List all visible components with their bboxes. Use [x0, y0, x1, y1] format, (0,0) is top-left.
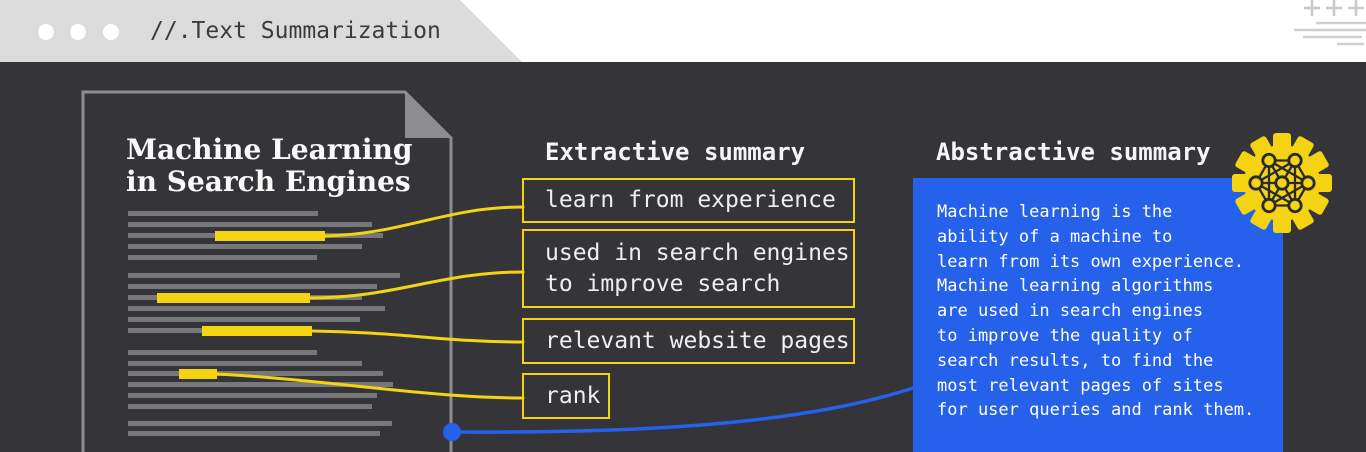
extractive-box-label: used in search engines	[545, 239, 850, 266]
plus-speed-lines-icon	[1294, 0, 1366, 46]
extractive-box-relevant: relevant website pages	[522, 318, 855, 364]
doc-text-bar	[128, 371, 383, 376]
top-strip: //.Text Summarization	[0, 0, 1366, 62]
yellow-connector-line	[215, 372, 525, 400]
doc-highlight-bar	[202, 325, 312, 336]
extractive-box-learn: learn from experience	[522, 178, 855, 223]
yellow-connector-line	[323, 205, 525, 238]
extractive-box-label: rank	[545, 382, 601, 409]
abstractive-summary-box: Machine learning is the ability of a mac…	[913, 178, 1283, 452]
blue-connector-line	[450, 386, 915, 434]
document-title-line1: Machine Learning	[126, 133, 413, 166]
doc-text-bar	[128, 421, 392, 426]
yellow-connector-line	[308, 270, 525, 300]
extractive-box-rank: rank	[522, 373, 610, 419]
blue-connector-dot	[443, 423, 461, 441]
document-title-line2: in Search Engines	[126, 165, 411, 198]
extractive-box-used: used in search engines to improve search	[522, 229, 855, 308]
window-dot-icon	[38, 24, 54, 40]
connector-lines	[215, 205, 915, 434]
doc-text-bar	[128, 273, 400, 278]
doc-text-bar	[128, 244, 362, 249]
plus-signs	[1304, 0, 1364, 16]
speed-lines	[1294, 21, 1366, 46]
document-fold-corner-icon	[405, 92, 451, 138]
abstractive-summary-text: Machine learning is the ability of a mac…	[937, 202, 1255, 421]
doc-text-bar	[128, 306, 385, 311]
doc-text-bar	[128, 350, 317, 355]
neural-network-gear-icon	[1232, 133, 1332, 233]
doc-text-bar	[128, 284, 377, 289]
doc-text-bar	[128, 431, 380, 436]
doc-text-bar	[128, 404, 372, 409]
extractive-box-label: to improve search	[545, 270, 781, 297]
window-dot-icon	[103, 24, 119, 40]
window-titlebar: //.Text Summarization	[0, 0, 522, 62]
doc-text-bar	[128, 255, 317, 260]
doc-text-bar	[128, 211, 318, 216]
window-title: //.Text Summarization	[150, 18, 441, 44]
extractive-box-label: relevant website pages	[545, 327, 850, 354]
window-dot-icon	[70, 24, 86, 40]
doc-highlight-bar	[157, 292, 310, 303]
extractive-box-label: learn from experience	[545, 187, 836, 213]
neural-network-graph	[1248, 152, 1316, 214]
doc-highlight-bar	[215, 230, 325, 241]
yellow-connector-line	[310, 329, 525, 344]
document-title: Machine Learning in Search Engines	[126, 134, 412, 198]
doc-text-bar	[128, 317, 360, 322]
abstractive-summary-header: Abstractive summary	[936, 138, 1211, 166]
doc-highlight-bar	[179, 368, 217, 379]
doc-text-bar	[128, 382, 393, 387]
doc-text-bar	[128, 361, 362, 366]
doc-text-bar	[128, 222, 372, 227]
extractive-summary-header: Extractive summary	[545, 138, 806, 166]
doc-text-bar	[128, 393, 377, 398]
